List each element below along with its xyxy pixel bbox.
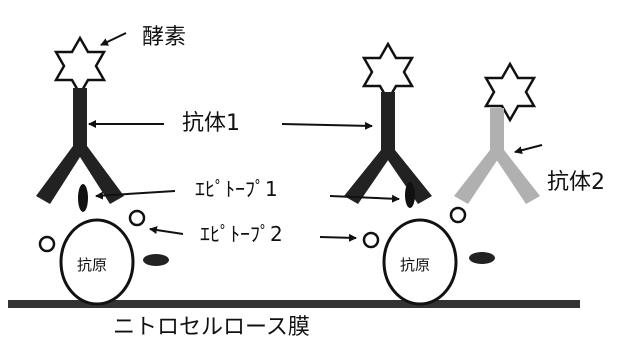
epitope2-dot-left-a <box>38 235 56 253</box>
epitope1-label: ｴﾋﾟﾄｰﾌﾟ1 <box>195 177 278 201</box>
epitope2-dot-right-a <box>362 231 380 249</box>
epitope2-dot-left-b <box>128 209 146 227</box>
enzyme-star-right <box>361 41 415 103</box>
antibody1-arrow-right <box>281 121 373 130</box>
antigen-right <box>382 218 458 306</box>
antibody2-label: 抗体2 <box>547 170 605 195</box>
antibody2-arrow <box>514 144 543 155</box>
epitope2-arrow-left <box>149 226 184 235</box>
epitope1-arrow-right <box>329 194 400 203</box>
epitope2-label: ｴﾋﾟﾄｰﾌﾟ2 <box>200 222 283 246</box>
antibody1-label: 抗体1 <box>182 111 240 136</box>
antigen-left-label: 抗原 <box>77 256 107 274</box>
epitope2-bar-right <box>469 252 495 264</box>
enzyme-arrow <box>100 32 127 46</box>
membrane-bar <box>8 300 580 308</box>
antibody1-left <box>36 88 124 204</box>
epitope2-bar-left <box>143 254 169 266</box>
membrane-label: ニトロセルロース膜 <box>113 315 310 340</box>
enzyme-star-left <box>53 35 107 97</box>
enzyme-label: 酵素 <box>142 25 186 50</box>
antigen-right-label: 抗原 <box>400 256 430 274</box>
antibody2 <box>454 108 540 204</box>
epitope2-arrow-right <box>319 233 357 242</box>
epitope1-left <box>78 184 88 212</box>
epitope1-arrow-left <box>95 190 176 200</box>
enzyme-star-antibody2 <box>483 61 537 123</box>
antigen-left <box>59 218 135 306</box>
epitope2-dot-right-b <box>449 206 467 224</box>
antibody1-right <box>344 92 432 204</box>
epitope1-right <box>405 182 415 208</box>
